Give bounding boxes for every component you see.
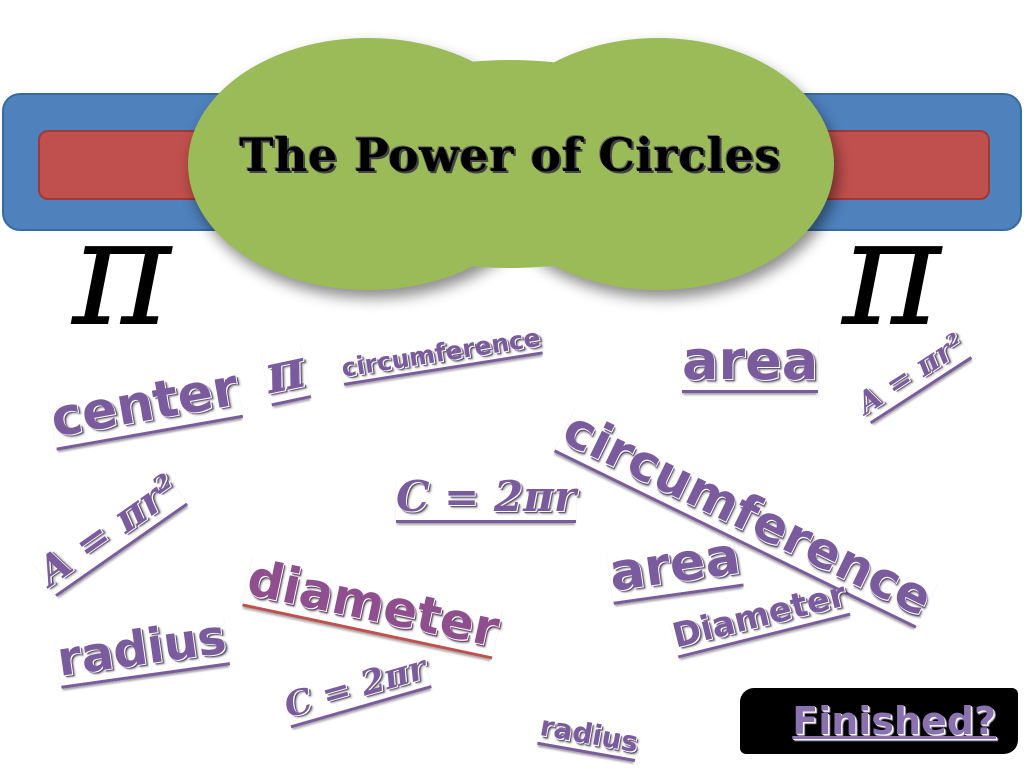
word-radius-large: radius [53,608,230,689]
finished-button[interactable]: Finished? [740,688,1018,754]
page-title: The Power of Circles [239,128,781,182]
formula-circumference-center: C = 2πr [396,472,576,523]
pi-symbol-right: π [842,186,941,360]
word-diameter-red: diameter [242,548,505,660]
word-area-middle: area [605,526,744,605]
title-circle-overlap [300,60,720,268]
word-circumference-small: circumference [339,323,543,386]
word-area-top: area [682,329,819,393]
pi-symbol-left: π [72,186,171,360]
finished-button-label: Finished? [792,699,996,743]
word-radius-small: radius [537,709,641,762]
formula-circumference-bottom: C = 2πr [279,647,432,729]
word-pi: π [258,335,311,407]
word-center: center [46,357,243,451]
formula-area-left: A = πr² [28,464,189,597]
